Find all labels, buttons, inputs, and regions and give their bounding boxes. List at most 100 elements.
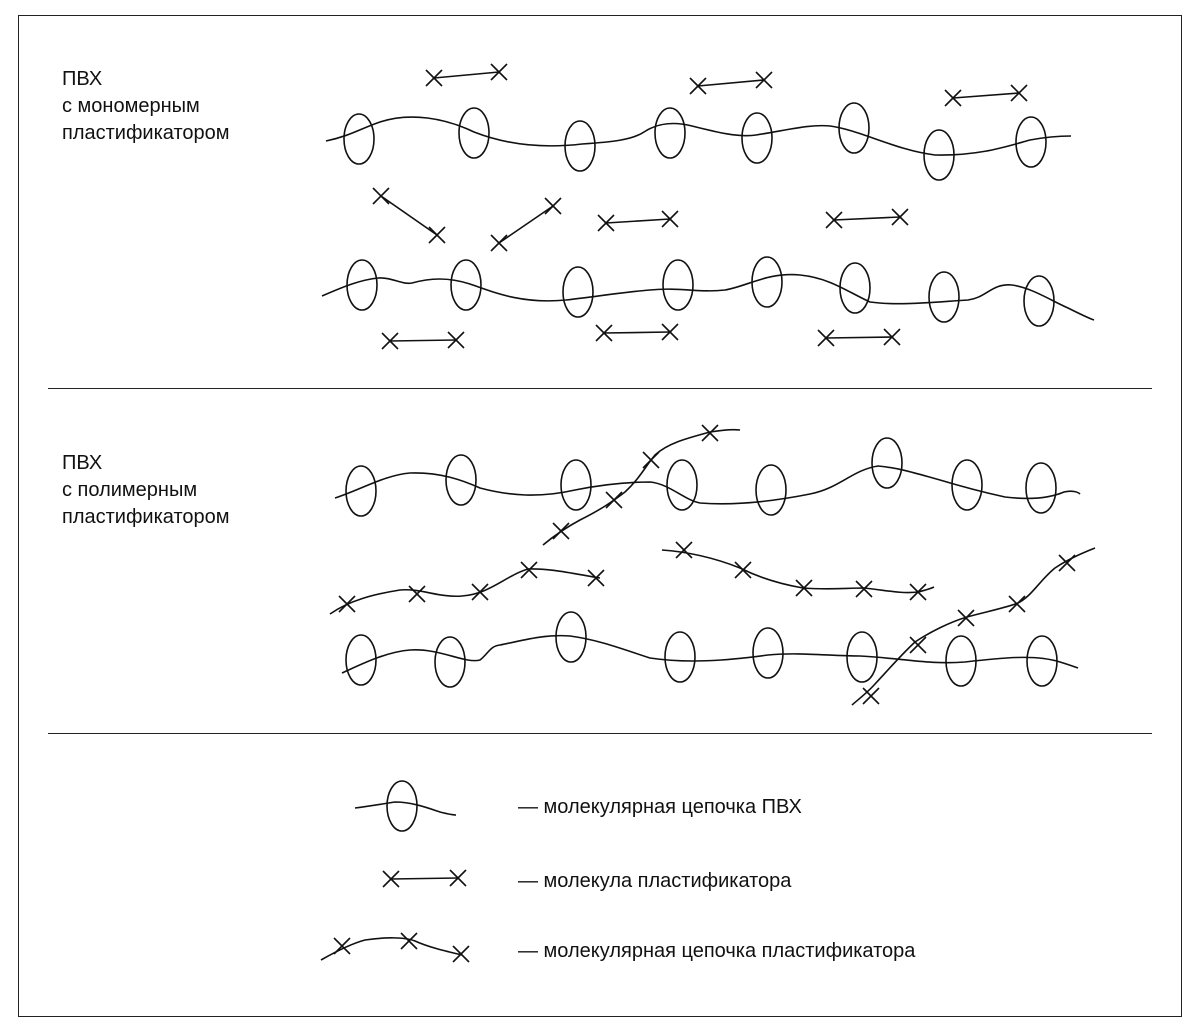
panel-monomer-label-line-2: с мономерным xyxy=(62,95,200,117)
plasticizer-molecule xyxy=(817,328,901,347)
plasticizer-molecule-line xyxy=(498,205,554,244)
panel-polymer-label: ПВХ с полимерным пластификатором xyxy=(62,450,230,531)
plasticizer-x-mark xyxy=(544,197,562,215)
plasticizer-x-mark xyxy=(817,329,835,347)
panel-polymer-label-line-3: пластификатором xyxy=(62,506,230,528)
plasticizer-chain-line xyxy=(661,549,935,594)
plasticizer-chain xyxy=(542,424,741,546)
plasticizer-x-mark xyxy=(382,870,400,888)
plasticizer-chain-icon xyxy=(320,932,470,963)
pvc-unit xyxy=(871,437,903,489)
legend-icons xyxy=(320,780,470,963)
plasticizer-molecule-line xyxy=(952,92,1020,99)
pvc-unit xyxy=(450,259,482,311)
plasticizer-molecule-line xyxy=(603,331,671,334)
pvc-unit xyxy=(923,129,955,181)
plasticizer-molecule xyxy=(595,323,679,342)
plasticizer-molecule xyxy=(490,197,562,252)
pvc-unit xyxy=(1025,462,1057,514)
plasticizer-x-mark xyxy=(452,945,470,963)
panel-polymer-label-line-1: ПВХ xyxy=(62,452,103,474)
plasticizer-x-mark xyxy=(944,89,962,107)
plasticizer-x-mark xyxy=(372,187,390,205)
plasticizer-molecule xyxy=(372,187,446,244)
pvc-unit xyxy=(555,611,587,663)
plasticizer-x-mark xyxy=(825,211,843,229)
panel-monomer-label: ПВХ с мономерным пластификатором xyxy=(62,66,230,147)
plasticizer-molecule xyxy=(944,84,1028,107)
pvc-unit xyxy=(445,454,477,506)
plasticizer-chain xyxy=(329,561,605,615)
panel-divider-1 xyxy=(48,388,1152,389)
plasticizer-x-mark xyxy=(883,328,901,346)
pvc-unit xyxy=(1026,635,1058,687)
plasticizer-x-mark xyxy=(381,332,399,350)
plasticizer-x-mark xyxy=(795,579,813,597)
pvc-chain-line xyxy=(341,634,1079,674)
plasticizer-x-mark xyxy=(587,569,605,587)
plasticizer-x-mark xyxy=(490,63,508,81)
pvc-unit xyxy=(945,635,977,687)
plasticizer-molecule xyxy=(689,71,773,95)
pvc-unit xyxy=(846,631,878,683)
pvc-unit xyxy=(666,459,698,511)
plasticizer-x-mark xyxy=(957,609,975,627)
plasticizer-molecules xyxy=(372,63,1028,350)
pvc-unit xyxy=(662,259,694,311)
pvc-unit xyxy=(560,459,592,511)
plasticizer-molecule xyxy=(425,63,508,87)
pvc-chain-line xyxy=(334,465,1081,505)
plasticizer-x-mark xyxy=(447,331,465,349)
pvc-unit xyxy=(1023,275,1055,327)
panel-polymer-label-line-2: с полимерным xyxy=(62,479,198,501)
panel-monomer-label-line-1: ПВХ xyxy=(62,68,103,90)
pvc-chain xyxy=(334,437,1081,517)
pvc-chain xyxy=(321,256,1095,327)
plasticizer-x-mark xyxy=(1058,554,1076,572)
plasticizer-x-mark xyxy=(333,937,351,955)
plasticizer-chain-nodes xyxy=(862,554,1076,705)
panel-polymer xyxy=(329,424,1096,706)
plasticizer-x-mark xyxy=(891,208,909,226)
plasticizer-molecule-line xyxy=(433,71,500,79)
pvc-unit xyxy=(345,634,377,686)
plasticizer-molecule-line xyxy=(697,79,765,87)
pvc-unit xyxy=(345,465,377,517)
pvc-chain-line xyxy=(325,116,1072,156)
plasticizer-x-mark xyxy=(675,541,693,559)
plasticizer-x-mark xyxy=(661,210,679,228)
plasticizer-chain xyxy=(661,541,935,601)
plasticizer-molecule-line xyxy=(389,339,457,342)
plasticizer-chain xyxy=(851,547,1096,706)
plasticizer-x-mark xyxy=(855,580,873,598)
plasticizer-molecule-icon xyxy=(382,869,467,888)
plasticizer-chain-nodes xyxy=(338,561,605,613)
pvc-unit xyxy=(562,266,594,318)
plasticizer-x-mark xyxy=(755,71,773,89)
plasticizer-x-mark xyxy=(408,585,426,603)
panel-monomer-label-line-3: пластификатором xyxy=(62,122,230,144)
legend-pvc-chain-text: — молекулярная цепочка ПВХ xyxy=(518,796,802,818)
plasticizer-x-mark xyxy=(734,561,752,579)
plasticizer-x-mark xyxy=(605,491,623,509)
plasticizer-x-mark xyxy=(862,687,880,705)
pvc-unit xyxy=(741,112,773,164)
pvc-unit xyxy=(838,102,870,154)
plasticizer-x-mark xyxy=(701,424,719,442)
plasticizer-x-mark xyxy=(642,451,660,469)
pvc-chain xyxy=(341,611,1079,688)
pvc-unit xyxy=(1015,116,1047,168)
pvc-unit xyxy=(664,631,696,683)
plasticizer-x-mark xyxy=(428,226,446,244)
diagram-frame xyxy=(18,15,1182,1017)
plasticizer-x-mark xyxy=(425,69,443,87)
plasticizer-chain-icon-line xyxy=(320,937,463,961)
plasticizer-molecule xyxy=(597,210,679,232)
pvc-chain-line xyxy=(321,273,1095,321)
plasticizer-x-mark xyxy=(471,583,489,601)
panel-monomer xyxy=(321,63,1095,350)
pvc-unit xyxy=(951,459,983,511)
plasticizer-chain-line xyxy=(329,568,601,615)
legend-plasticizer-chain-text: — молекулярная цепочка пластификатора xyxy=(518,940,916,962)
